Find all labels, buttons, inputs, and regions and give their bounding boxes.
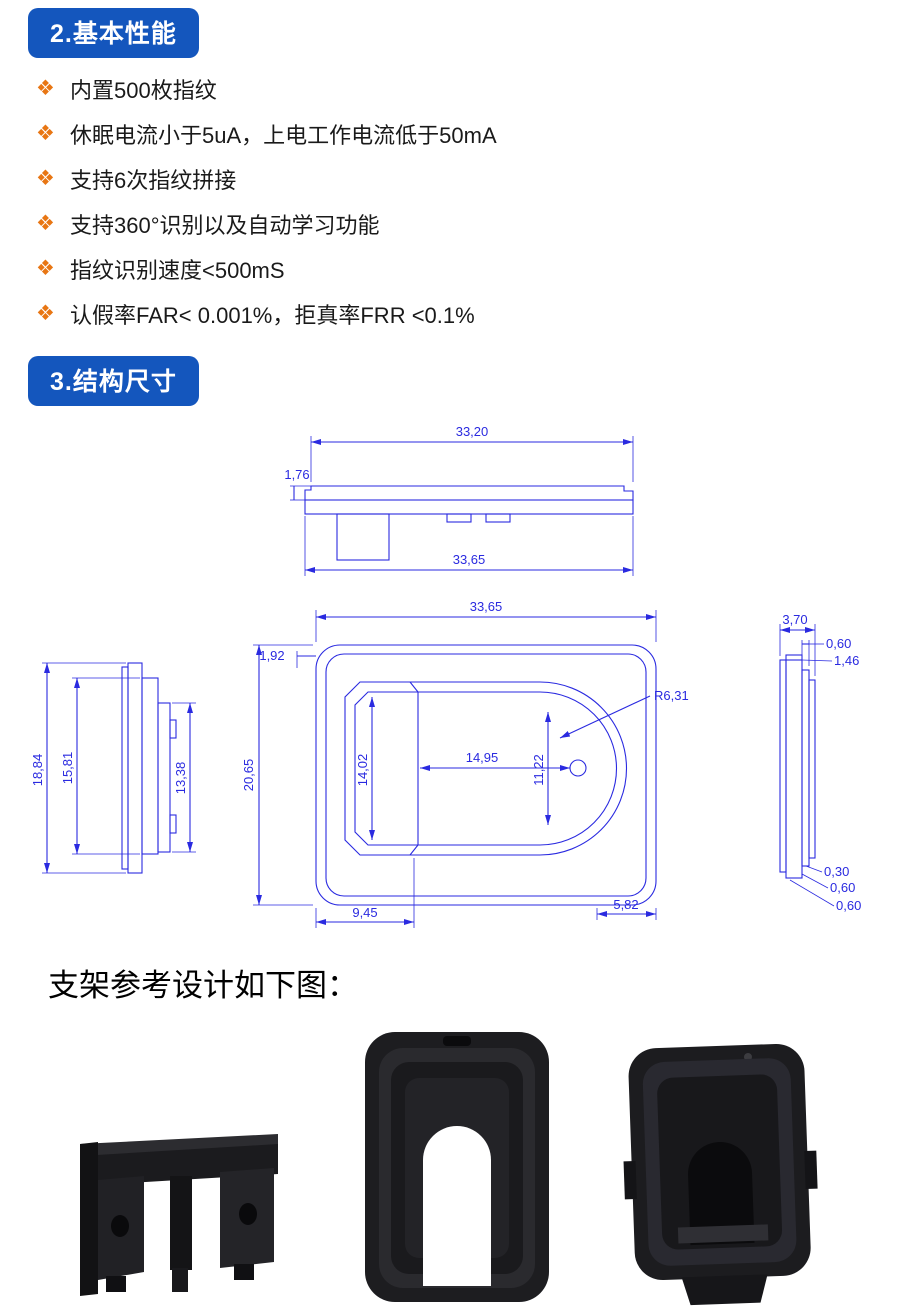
bracket-photos-row <box>0 1028 900 1306</box>
dim-label-top-width: 33,20 <box>456 424 489 439</box>
bracket-front-shape <box>365 1032 549 1302</box>
diamond-cluster-icon: ❖ <box>36 257 55 280</box>
feature-text: 支持360°识别以及自动学习功能 <box>70 212 380 238</box>
dim-label-window-height: 14,02 <box>355 754 370 787</box>
side-view-left: 18,84 15,81 13,38 <box>30 662 196 874</box>
section-title-performance: 2.基本性能 <box>28 8 199 58</box>
feature-bullet: ❖ 认假率FAR< 0.001%，拒真率FRR <0.1% <box>36 291 497 336</box>
dim-label-cap-height: 11,22 <box>531 754 546 786</box>
dim-label-bottom-width: 33,65 <box>453 552 486 567</box>
feature-bullet: ❖ 指纹识别速度<500mS <box>36 246 497 291</box>
top-view: 33,20 1,76 33,65 <box>284 424 634 576</box>
dim-label-front-height: 20,65 <box>241 759 256 792</box>
structure-dimension-drawing: 33,20 1,76 33,65 <box>0 420 900 955</box>
front-view: 33,65 1,92 20,65 14,02 14,95 11,22 R6,31 <box>241 599 689 928</box>
dim-label-side-inner-height: 13,38 <box>173 762 188 795</box>
dim-label-bottom-step-1: 0,30 <box>824 864 849 879</box>
diamond-cluster-icon: ❖ <box>36 167 55 190</box>
performance-bullet-list: ❖ 内置500枚指纹 ❖ 休眠电流小于5uA，上电工作电流低于50mA ❖ 支持… <box>36 66 497 336</box>
diamond-cluster-icon: ❖ <box>36 77 55 100</box>
bracket-side-shape <box>80 1134 278 1296</box>
bracket-back-shape <box>623 1043 818 1306</box>
dim-label-lip-height: 1,76 <box>284 467 309 482</box>
feature-bullet: ❖ 支持6次指纹拼接 <box>36 156 497 201</box>
side-view-right: 3,70 0,60 1,46 0,30 0,60 0,60 <box>779 612 861 913</box>
diamond-cluster-icon: ❖ <box>36 302 55 325</box>
dim-label-bottom-right: 5,82 <box>613 897 638 912</box>
feature-bullet: ❖ 内置500枚指纹 <box>36 66 497 111</box>
feature-bullet: ❖ 休眠电流小于5uA，上电工作电流低于50mA <box>36 111 497 156</box>
bracket-photo-side <box>80 1134 278 1296</box>
diamond-cluster-icon: ❖ <box>36 212 55 235</box>
bracket-photo-back <box>623 1043 818 1306</box>
bracket-caption: 支架参考设计如下图： <box>48 968 358 1003</box>
diamond-cluster-icon: ❖ <box>36 122 55 145</box>
feature-text: 支持6次指纹拼接 <box>70 167 237 193</box>
dim-label-bottom-left: 9,45 <box>352 905 377 920</box>
dim-label-bottom-step-2: 0,60 <box>830 880 855 895</box>
dim-label-corner-radius: R6,31 <box>654 688 689 703</box>
feature-text: 内置500枚指纹 <box>70 77 217 103</box>
dim-label-side-mid-height: 15,81 <box>60 752 75 785</box>
feature-text: 认假率FAR< 0.001%，拒真率FRR <0.1% <box>70 302 475 328</box>
dim-label-bottom-step-3: 0,60 <box>836 898 861 913</box>
dim-label-front-width: 33,65 <box>470 599 503 614</box>
bracket-photo-front <box>365 1032 549 1302</box>
cad-drawing-svg: 33,20 1,76 33,65 <box>30 424 861 928</box>
dim-label-top-step-1: 0,60 <box>826 636 851 651</box>
dim-label-top-step-2: 1,46 <box>834 653 859 668</box>
section-title-structure: 3.结构尺寸 <box>28 356 199 406</box>
feature-bullet: ❖ 支持360°识别以及自动学习功能 <box>36 201 497 246</box>
feature-text: 指纹识别速度<500mS <box>70 257 285 283</box>
dim-label-window-width: 14,95 <box>466 750 499 765</box>
dim-label-edge-offset: 1,92 <box>259 648 284 663</box>
feature-text: 休眠电流小于5uA，上电工作电流低于50mA <box>70 122 497 148</box>
dim-label-side-outer-height: 18,84 <box>30 754 45 787</box>
dim-label-depth: 3,70 <box>782 612 807 627</box>
